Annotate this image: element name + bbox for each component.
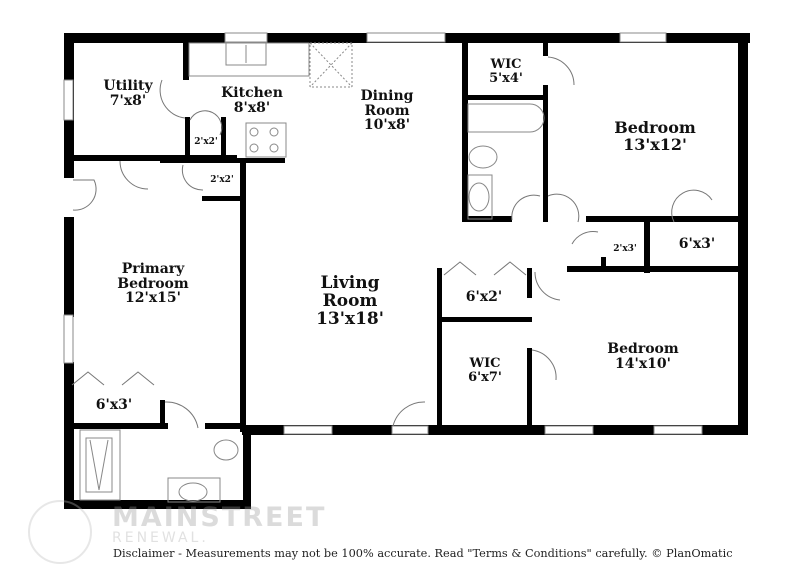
room-dims: 6'x7' bbox=[468, 369, 502, 385]
room-dims: 14'x10' bbox=[615, 355, 671, 372]
room-dims: 5'x4' bbox=[489, 70, 523, 86]
room-name: WIC bbox=[469, 356, 501, 371]
room-name: WIC bbox=[490, 57, 522, 72]
room-name: Bedroom bbox=[614, 118, 696, 137]
room-dims: 2'x3' bbox=[613, 244, 637, 254]
room-label-primary-bedroom: Primary Bedroom 12'x15' bbox=[117, 262, 188, 306]
room-name: Dining bbox=[360, 88, 414, 104]
fixtures bbox=[79, 42, 545, 503]
room-name: Bedroom bbox=[607, 341, 679, 357]
room-dims: 6'x3' bbox=[678, 236, 716, 252]
room-dims: 6'x3' bbox=[95, 397, 133, 413]
room-label-kitchen: Kitchen 8'x8' bbox=[221, 86, 283, 115]
windows bbox=[63, 32, 703, 435]
room-dims: 2'x2' bbox=[210, 175, 234, 185]
room-label-bedroom-se: Bedroom 14'x10' bbox=[607, 342, 678, 371]
mainstreet-watermark: MAINSTREET RENEWAL. bbox=[28, 498, 324, 564]
room-label-living: Living Room 13'x18' bbox=[316, 273, 384, 329]
room-name: Utility bbox=[103, 78, 153, 94]
room-dims: 8'x8' bbox=[233, 99, 271, 116]
room-label-closet-primary: 6'x3' bbox=[96, 398, 132, 413]
room-dims: 12'x15' bbox=[125, 290, 181, 307]
room-dims: 13'x18' bbox=[316, 308, 384, 329]
room-name: Kitchen bbox=[221, 85, 283, 101]
room-name: Primary bbox=[121, 261, 185, 277]
watermark-line2: RENEWAL. bbox=[112, 530, 209, 546]
room-name: Room bbox=[322, 290, 378, 311]
room-label-bedroom-ne: Bedroom 13'x12' bbox=[614, 118, 696, 154]
logo-ring-icon bbox=[28, 500, 92, 564]
room-name: Room bbox=[364, 102, 410, 119]
room-label-wic-top: WIC 5'x4' bbox=[489, 58, 523, 85]
room-name: Living bbox=[320, 273, 380, 293]
room-dims: 10'x8' bbox=[363, 117, 411, 134]
doors bbox=[71, 56, 713, 429]
room-label-utility: Utility 7'x8' bbox=[103, 79, 152, 108]
room-label-hall-closet: 2'x2' bbox=[210, 175, 234, 185]
disclaimer-text: Disclaimer - Measurements may not be 100… bbox=[113, 547, 733, 560]
room-dims: 7'x8' bbox=[109, 92, 147, 109]
watermark-line1: MAINSTREET bbox=[112, 502, 327, 533]
room-name: Bedroom bbox=[117, 275, 189, 292]
room-label-closet-ne: 6'x3' bbox=[679, 237, 715, 252]
room-label-hall-closet2: 6'x2' bbox=[466, 290, 502, 305]
room-label-pantry: 2'x2' bbox=[194, 137, 218, 147]
room-label-wic-bottom: WIC 6'x7' bbox=[468, 357, 502, 384]
room-dims: 13'x12' bbox=[623, 134, 687, 154]
room-label-linen: 2'x3' bbox=[613, 244, 637, 254]
room-label-dining: Dining Room 10'x8' bbox=[361, 89, 414, 133]
room-dims: 6'x2' bbox=[465, 289, 503, 305]
room-dims: 2'x2' bbox=[194, 137, 218, 147]
